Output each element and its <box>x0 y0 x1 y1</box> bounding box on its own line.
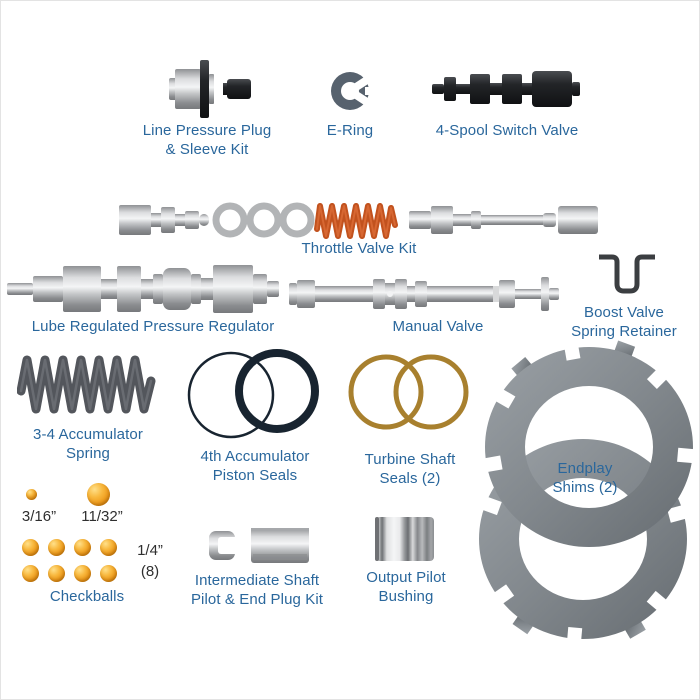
endplay-shims-label: Endplay Shims (2) <box>552 460 618 496</box>
output-pilot-bushing-label: Output Pilot Bushing <box>366 569 446 605</box>
lube-regulated-pressure-regulator-label: Lube Regulated Pressure Regulator <box>31 318 275 335</box>
checkball-large <box>87 483 110 506</box>
manual-valve-label: Manual Valve <box>392 318 484 335</box>
four-spool-switch-valve-label: 4-Spool Switch Valve <box>435 122 579 139</box>
checkball <box>48 539 65 556</box>
fourth-accumulator-piston-seals-illustration <box>187 349 319 439</box>
checkball-grid-size: 1/4” <box>137 542 163 559</box>
lube-regulated-pressure-regulator-illustration <box>7 265 279 313</box>
checkball-grid-count: (8) <box>140 563 160 580</box>
line-pressure-plug-label: Line Pressure Plug & Sleeve Kit <box>142 122 272 158</box>
checkball-small-size: 3/16” <box>21 508 57 525</box>
boost-valve-spring-retainer-label: Boost Valve Spring Retainer <box>571 304 677 340</box>
checkball <box>22 565 39 582</box>
checkball <box>100 565 117 582</box>
fourth-accumulator-piston-seals-label: 4th Accumulator Piston Seals <box>200 448 310 484</box>
boost-valve-spring-retainer-illustration <box>599 254 655 294</box>
checkball <box>22 539 39 556</box>
four-spool-switch-valve-illustration <box>432 71 580 107</box>
accumulator-spring-label: 3-4 Accumulator Spring <box>33 426 143 462</box>
accumulator-spring-illustration <box>17 355 156 414</box>
output-pilot-bushing-illustration <box>375 517 434 561</box>
endplay-shims-illustration <box>476 339 699 641</box>
turbine-shaft-seals-illustration <box>348 354 469 430</box>
checkballs-label: Checkballs <box>49 588 125 605</box>
turbine-shaft-seals-label: Turbine Shaft Seals (2) <box>364 451 456 487</box>
checkball <box>100 539 117 556</box>
checkball-large-size: 11/32” <box>81 508 123 525</box>
throttle-valve-kit-label: Throttle Valve Kit <box>301 240 417 257</box>
e-ring-illustration <box>331 72 372 110</box>
checkball <box>74 539 91 556</box>
checkball <box>48 565 65 582</box>
manual-valve-illustration <box>289 277 559 311</box>
throttle-valve-kit-illustration <box>119 202 598 239</box>
checkball <box>74 565 91 582</box>
line-pressure-plug-illustration <box>169 60 251 118</box>
e-ring-label: E-Ring <box>326 122 374 139</box>
intermediate-shaft-pilot-illustration <box>209 528 309 563</box>
checkball-small <box>26 489 37 500</box>
intermediate-shaft-pilot-label: Intermediate Shaft Pilot & End Plug Kit <box>190 572 324 608</box>
